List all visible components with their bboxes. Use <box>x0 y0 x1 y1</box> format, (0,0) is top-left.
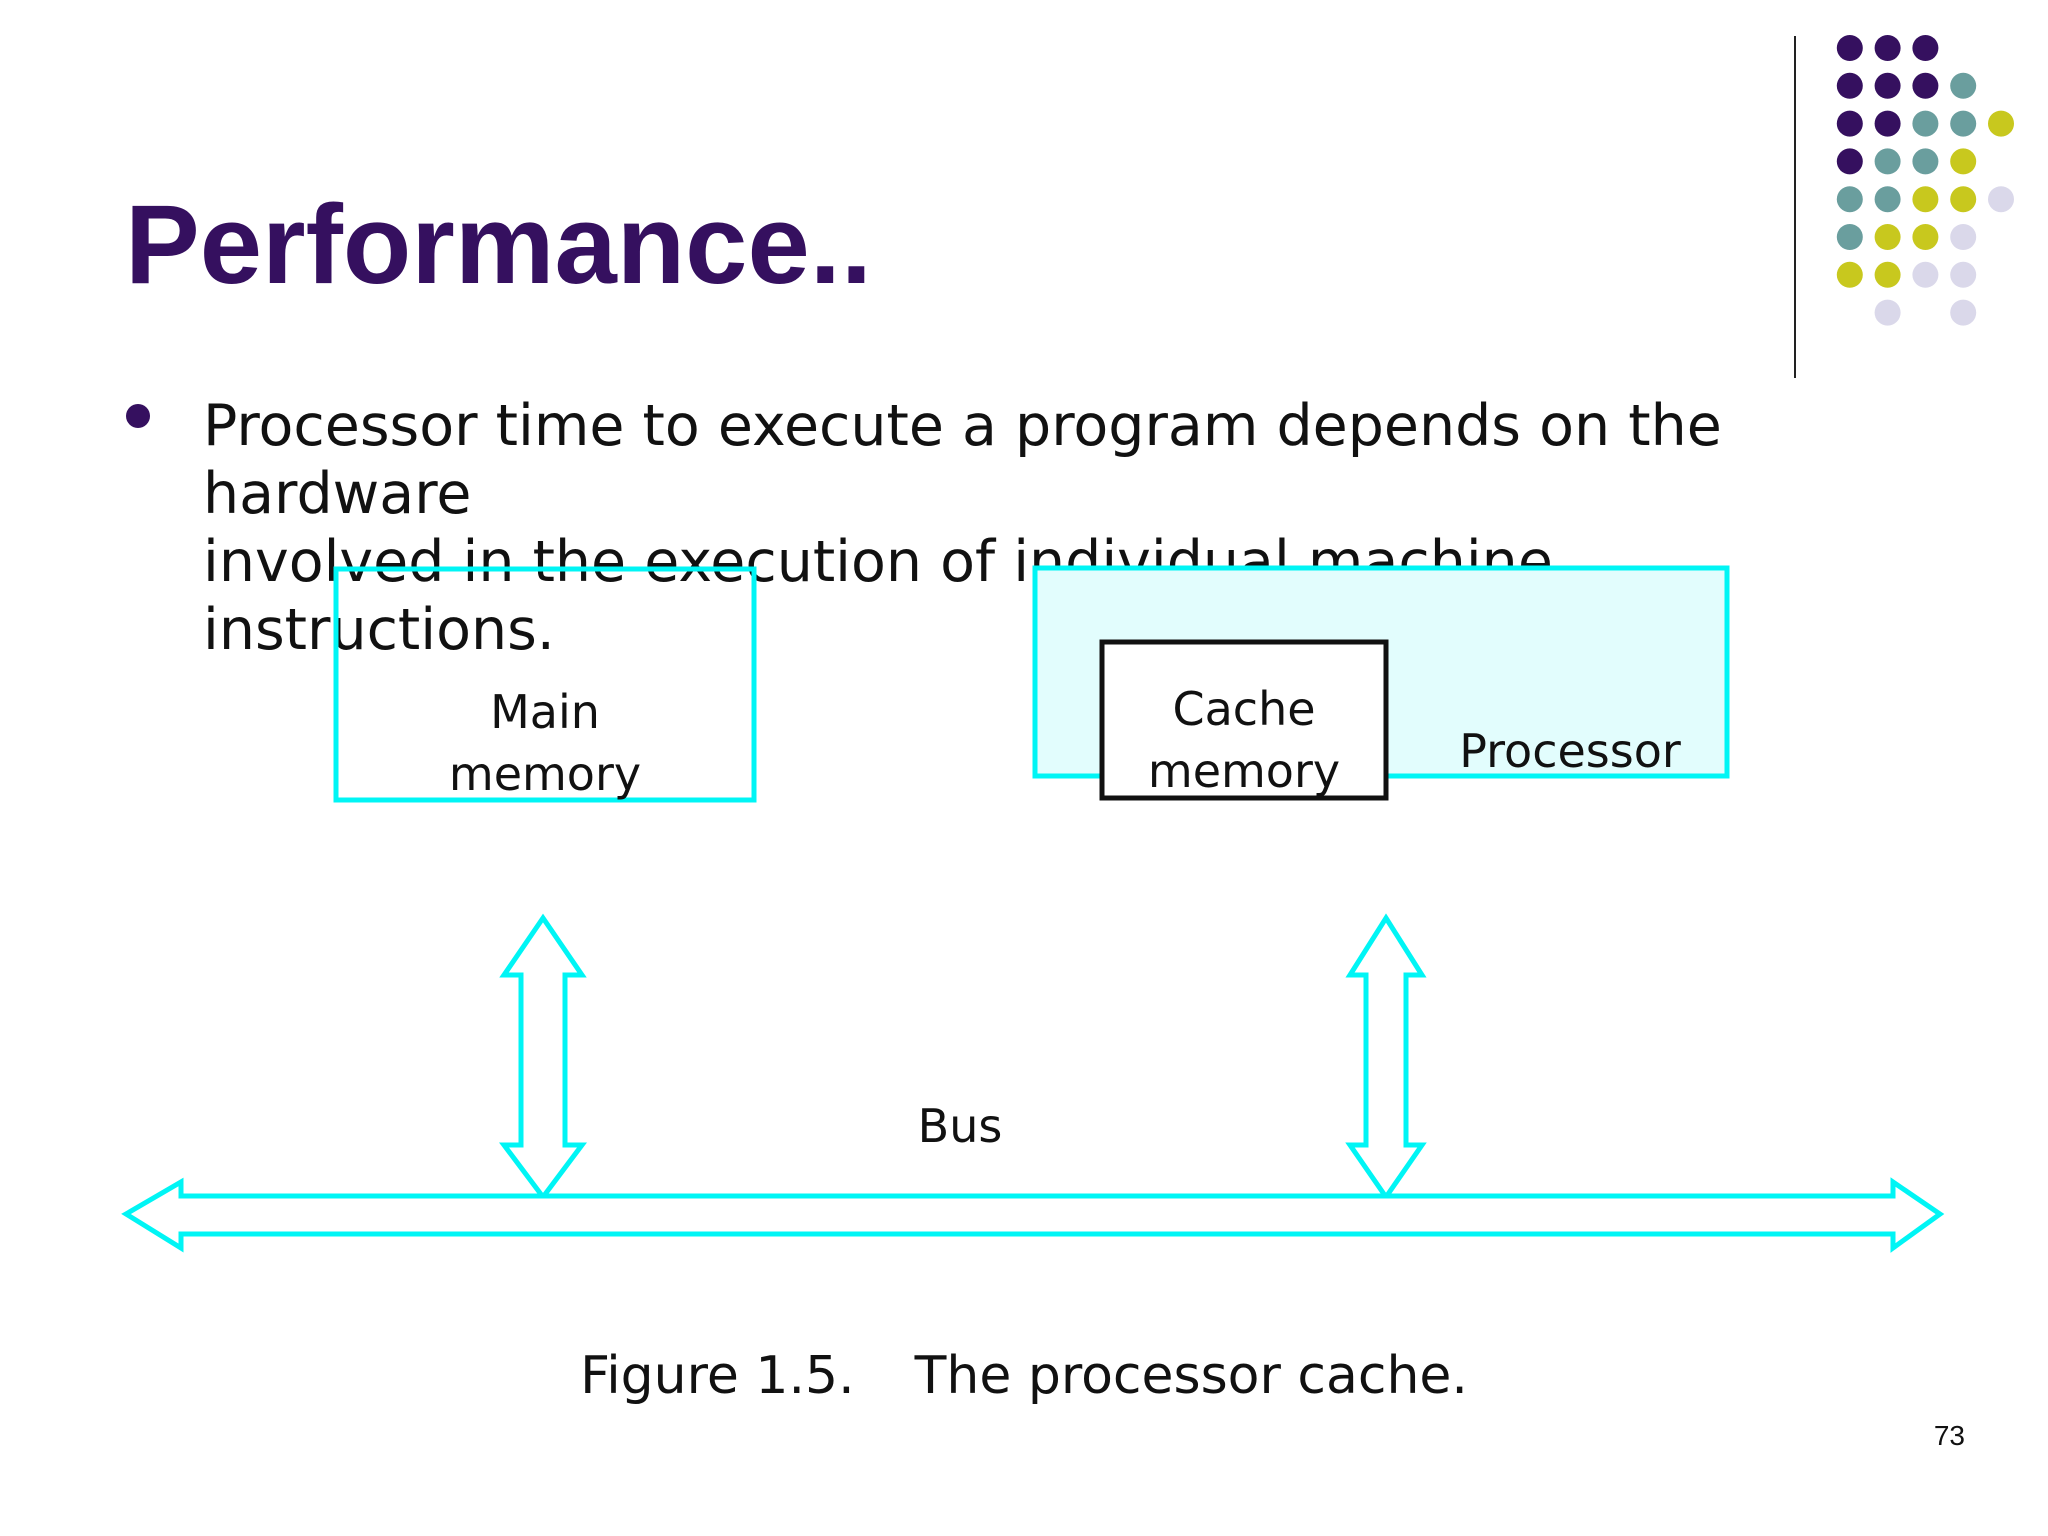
decorative-dot <box>1874 261 1901 288</box>
decorative-dot <box>1912 35 1939 61</box>
figure-caption: Figure 1.5. The processor cache. <box>0 1343 2048 1409</box>
cache-memory-label-line: memory <box>1147 744 1341 798</box>
main-memory-label-line: memory <box>448 747 642 801</box>
decorative-dot <box>1836 224 1863 250</box>
page-number: 73 <box>1933 1420 1965 1451</box>
decorative-dot-grid <box>1836 35 2014 326</box>
figure-label: Figure 1.5. <box>580 1346 855 1406</box>
decorative-dot <box>1988 110 2014 137</box>
decorative-dot <box>1874 186 1901 213</box>
processor-label: Processor <box>1459 724 1681 778</box>
main-memory-label-line: Main <box>490 685 600 739</box>
decorative-dot <box>1950 299 1977 326</box>
cache-memory-label: Cache memory <box>1104 678 1384 802</box>
slide-title: Performance.. <box>125 182 872 307</box>
decorative-dot <box>1912 72 1939 99</box>
decorative-dot <box>1912 186 1939 213</box>
bullet-line: Processor time to execute a program depe… <box>203 393 1722 459</box>
bus-arrow <box>121 1177 1945 1253</box>
bullet-text: Processor time to execute a program depe… <box>203 392 1763 664</box>
decorative-dot <box>1912 148 1939 175</box>
decorative-dot <box>1874 148 1901 175</box>
main-memory-bus-arrow <box>499 913 587 1202</box>
decorative-dot <box>1874 35 1901 61</box>
cache-memory-box <box>1099 639 1389 801</box>
figure-title: The processor cache. <box>914 1346 1468 1406</box>
main-memory-label: Main memory <box>395 681 695 805</box>
bullet-line: instructions. <box>203 597 555 663</box>
decorative-dot <box>1988 186 2014 213</box>
title-divider-line <box>1794 36 1796 378</box>
decorative-dot <box>1874 299 1901 326</box>
decorative-dot <box>1912 110 1939 137</box>
decorative-dot <box>1836 261 1863 288</box>
decorative-dot <box>1912 224 1939 250</box>
decorative-dot <box>1950 148 1977 175</box>
decorative-dot <box>1950 224 1977 250</box>
decorative-dot <box>1836 35 1863 61</box>
decorative-dot <box>1912 261 1939 288</box>
decorative-dot <box>1874 110 1901 137</box>
main-memory-box <box>333 566 757 803</box>
decorative-dot <box>1950 110 1977 137</box>
decorative-dot <box>1950 72 1977 99</box>
decorative-dot <box>1950 186 1977 213</box>
cache-memory-label-line: Cache <box>1172 682 1316 736</box>
bullet-line: hardware <box>203 461 472 527</box>
decorative-dot <box>1874 72 1901 99</box>
bullet-icon <box>126 404 150 428</box>
bus-label: Bus <box>917 1099 1003 1153</box>
decorative-dot <box>1950 261 1977 288</box>
decorative-dot <box>1836 186 1863 213</box>
decorative-dot <box>1836 110 1863 137</box>
decorative-dot <box>1836 72 1863 99</box>
processor-bus-arrow <box>1345 913 1427 1202</box>
decorative-dot <box>1836 148 1863 175</box>
decorative-dot <box>1874 224 1901 250</box>
